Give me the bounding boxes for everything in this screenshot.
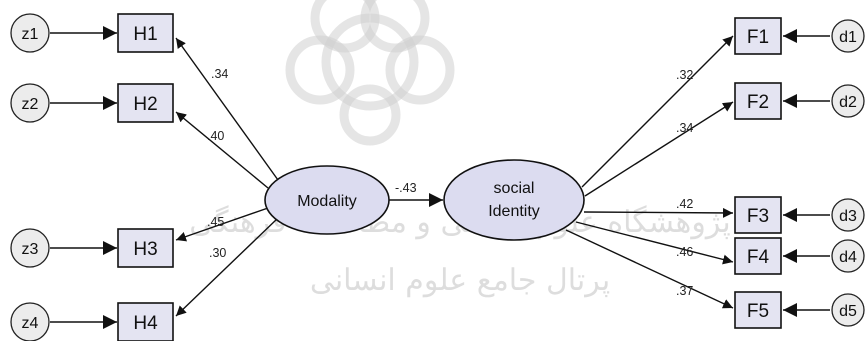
error-label-d5: d5: [839, 303, 857, 320]
error-node-z4: z4: [10, 302, 50, 341]
loading-path-social-identity-f5: [565, 229, 734, 309]
error-label-d4: d4: [839, 249, 857, 266]
loading-path-modality-h3: [175, 207, 269, 242]
watermark-emblem: [285, 0, 455, 146]
latent-social-identity: social Identity: [443, 159, 585, 241]
indicator-label-f3: F3: [747, 206, 769, 227]
watermark-text-line2: پرتال جامع علوم انسانی: [310, 263, 610, 298]
error-label-z2: z2: [22, 96, 39, 113]
error-node-d4: d4: [831, 239, 865, 273]
error-node-z1: z1: [10, 13, 50, 53]
loading-value-f1: .32: [676, 68, 693, 82]
loading-value-f4: .46: [676, 245, 693, 259]
loading-path-modality-h1: [175, 37, 279, 181]
loading-path-social-identity-f4: [575, 221, 734, 265]
indicator-label-h3: H3: [133, 239, 157, 260]
error-node-z3: z3: [10, 228, 50, 268]
loading-path-social-identity-f1: [581, 35, 734, 188]
error-node-d5: d5: [831, 293, 865, 327]
error-node-d3: d3: [831, 198, 865, 232]
loading-path-modality-h4: [175, 217, 279, 317]
indicator-box-f3: F3: [734, 196, 782, 234]
loading-value-h4: .30: [209, 246, 226, 260]
indicator-label-f4: F4: [747, 247, 770, 268]
indicator-box-h2: H2: [117, 83, 174, 123]
loading-path-social-identity-f3: [583, 207, 734, 218]
path-coefficient: -.43: [395, 181, 417, 195]
error-label-d3: d3: [839, 208, 857, 225]
error-label-d1: d1: [839, 29, 857, 46]
loading-value-h2: .40: [207, 129, 224, 143]
error-label-z1: z1: [22, 26, 39, 43]
error-node-d2: d2: [831, 84, 865, 118]
loading-value-f2: .34: [676, 121, 693, 135]
error-label-z4: z4: [22, 315, 39, 332]
latent-modality: Modality: [264, 165, 390, 235]
indicator-label-h2: H2: [133, 94, 157, 115]
loading-path-social-identity-f2: [584, 101, 734, 197]
indicator-box-f1: F1: [734, 17, 782, 55]
indicator-box-h1: H1: [117, 13, 174, 53]
loading-value-f3: .42: [676, 197, 693, 211]
indicator-label-f2: F2: [747, 92, 769, 113]
error-label-d2: d2: [839, 94, 857, 111]
error-node-d1: d1: [831, 19, 865, 53]
indicator-label-f1: F1: [747, 27, 769, 48]
loading-value-h3: .45: [207, 215, 224, 229]
indicator-box-f5: F5: [734, 291, 782, 329]
indicator-box-h3: H3: [117, 228, 174, 268]
indicator-box-f4: F4: [734, 237, 782, 275]
indicator-label-h4: H4: [133, 313, 158, 334]
loading-value-f5: .37: [676, 284, 693, 298]
loading-path-modality-h2: [175, 111, 269, 189]
latent-label-social-identity-line2: Identity: [488, 203, 540, 220]
error-label-z3: z3: [22, 241, 39, 258]
indicator-label-f5: F5: [747, 301, 769, 322]
loading-value-h1: .34: [211, 67, 228, 81]
indicator-box-f2: F2: [734, 82, 782, 120]
indicator-box-h4: H4: [117, 302, 174, 341]
error-node-z2: z2: [10, 83, 50, 123]
indicator-label-h1: H1: [133, 24, 157, 45]
latent-label-modality: Modality: [297, 193, 357, 210]
latent-label-social-identity-line1: social: [494, 180, 535, 197]
